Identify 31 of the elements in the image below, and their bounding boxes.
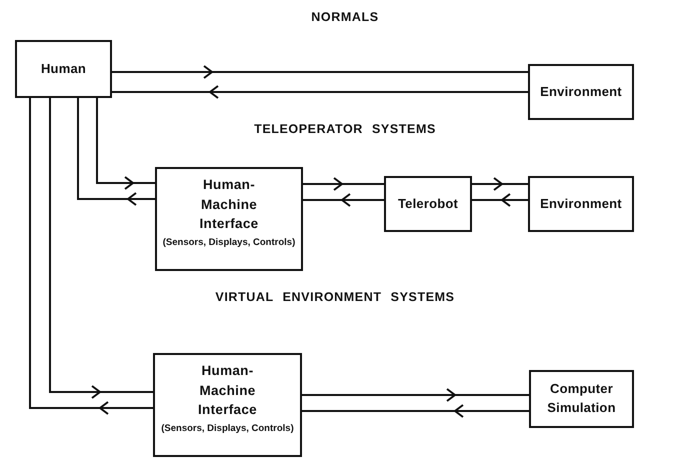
- box-title: Computer Simulation: [546, 380, 617, 417]
- arrow: [49, 97, 154, 399]
- process-box: [384, 176, 472, 232]
- arrow: [111, 65, 529, 79]
- box-title: Environment: [540, 194, 622, 213]
- arrow: [302, 193, 385, 207]
- box-title: Human-Machine Interface: [197, 362, 258, 420]
- box-note: (Sensors, Displays, Controls): [161, 422, 294, 436]
- section-heading: VIRTUAL ENVIRONMENT SYSTEMS: [215, 290, 455, 304]
- arrow: [77, 97, 156, 206]
- box-title: Human-Machine Interface: [198, 176, 260, 234]
- arrow: [29, 97, 154, 415]
- process-box: [15, 40, 112, 98]
- box-title: Human: [40, 60, 86, 78]
- box-title: Environment: [540, 82, 622, 101]
- arrow: [111, 85, 529, 99]
- process-box: [528, 64, 634, 120]
- section-heading: TELEOPERATOR SYSTEMS: [254, 122, 436, 136]
- process-box: [528, 176, 634, 232]
- box-note: (Sensors, Displays, Controls): [162, 236, 296, 250]
- arrow: [96, 97, 156, 190]
- arrow: [471, 177, 529, 191]
- section-heading: NORMALS: [311, 10, 379, 24]
- arrow: [302, 177, 385, 191]
- arrow: [301, 388, 530, 402]
- process-box: [155, 167, 303, 271]
- box-title: Telerobot: [398, 194, 458, 213]
- arrow: [301, 404, 530, 418]
- process-box: [529, 370, 634, 428]
- process-box: [153, 353, 302, 457]
- arrow: [471, 193, 529, 207]
